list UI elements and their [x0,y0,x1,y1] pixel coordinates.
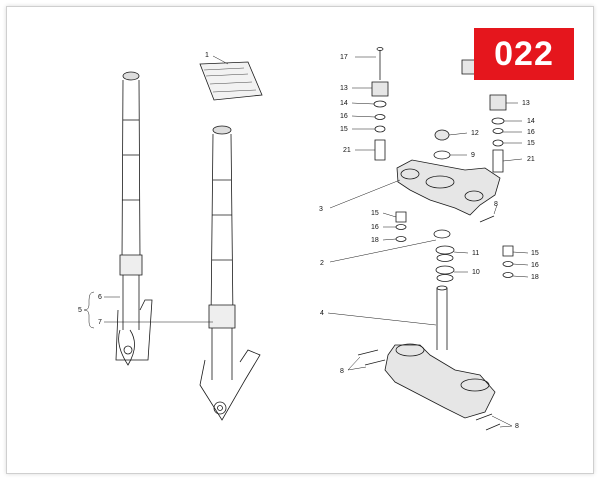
callout-2: 2 [320,260,324,267]
callout-9: 9 [471,152,475,159]
steering-bearings [433,229,455,282]
washer [433,150,451,160]
lower-triple-clamp [357,285,501,431]
clamp-bolt [479,215,495,223]
callout-21-left: 21 [343,147,351,154]
callout-14-right: 14 [527,118,535,125]
callout-8-bottom: 8 [515,423,519,430]
upper-triple-clamp [396,159,501,216]
fork-leg-right [199,125,261,421]
callout-15-left: 15 [340,126,348,133]
callout-4: 4 [320,310,324,317]
callout-13-right: 13 [522,100,530,107]
callout-15-right: 15 [527,140,535,147]
callout-16-mid-right: 16 [531,262,539,269]
callout-5: 5 [78,307,82,314]
callout-16-mid-left: 16 [371,224,379,231]
frame-border [6,6,594,474]
callout-16-right: 16 [527,129,535,136]
left-bearing-stack [395,211,407,242]
page-number-badge: 022 [474,28,574,80]
right-bearing-stack [502,245,514,278]
callout-8-left: 8 [340,368,344,375]
callout-21-right: 21 [527,156,535,163]
callout-12: 12 [471,130,479,137]
callout-17: 17 [340,54,348,61]
callout-8-top: 8 [494,201,498,208]
callout-13-left: 13 [340,85,348,92]
callout-1: 1 [205,52,209,59]
callout-18-right: 18 [531,274,539,281]
left-bolt-stack [371,47,389,161]
callout-18-left: 18 [371,237,379,244]
cap-nut [434,129,450,141]
callout-6: 6 [98,294,102,301]
decal-bag [199,61,263,101]
leader-lines [83,55,529,428]
callout-11: 11 [472,250,479,257]
callout-16-left: 16 [340,113,348,120]
callout-7: 7 [98,319,102,326]
fork-leg-left [115,71,153,366]
callout-14-left: 14 [340,100,348,107]
callout-15-mid-right: 15 [531,250,539,257]
callout-labels: 1 17 13 14 16 15 21 3 12 9 13 14 16 15 2… [78,52,539,430]
callout-15-mid-left: 15 [371,210,379,217]
callout-3: 3 [319,206,323,213]
callout-10: 10 [472,269,480,276]
